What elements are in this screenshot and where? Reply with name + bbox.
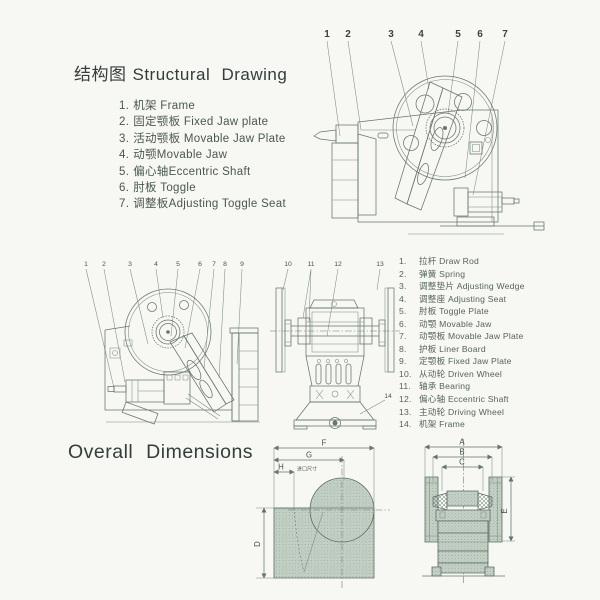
dim-label-A: A <box>459 438 465 447</box>
jaw-crusher-side-section-drawing: 1 2 3 4 5 6 7 <box>312 29 552 250</box>
list-item: 3.活动颚板 Movable Jaw Plate <box>119 132 286 145</box>
list-item: 10.从动轮 Driven Wheel <box>399 368 502 379</box>
callout-number: 2 <box>345 29 351 40</box>
leader-lines <box>327 41 505 195</box>
dim-label-D: D <box>253 541 262 547</box>
list-item: 1.拉杆 Draw Rod <box>399 256 479 266</box>
dimension-lines <box>424 444 515 542</box>
list-item: 12.偏心轴 Eccentric Shaft <box>399 394 509 405</box>
spring <box>122 402 158 424</box>
dimension-lines <box>256 445 375 579</box>
list-item: 7.动颚板 Movable Jaw Plate <box>399 331 524 342</box>
callout-number: 5 <box>176 261 180 268</box>
list-item: 6.肘板 Toggle <box>119 182 196 195</box>
frame-base <box>294 386 376 429</box>
callout-number: 4 <box>154 261 158 268</box>
callout-number: 11 <box>307 261 314 268</box>
list-item: 11.轴承 Bearing <box>399 381 471 392</box>
list-item: 6.动颚 Movable Jaw <box>399 318 492 329</box>
callout-number: 14 <box>384 393 392 400</box>
list-item: 4.调整座 Adjusting Seat <box>399 293 507 304</box>
body <box>306 300 364 386</box>
callout-number: 3 <box>388 29 394 40</box>
structural-drawing-title: 结构图 Structural Drawing <box>74 60 287 85</box>
list-item: 1.机架 Frame <box>119 100 196 112</box>
jaw-crusher-front-section-drawing: 10 11 12 13 14 <box>270 261 400 438</box>
inspection-door <box>470 138 491 155</box>
driven-wheel-left <box>276 288 291 372</box>
list-item: 5.偏心轴Eccentric Shaft <box>119 165 251 178</box>
centerlines <box>288 456 390 590</box>
frame-body <box>358 110 504 234</box>
leader-lines <box>283 269 385 414</box>
list-item: 2.固定颚板 Fixed Jaw plate <box>119 116 269 129</box>
structural-title-en: Structural Drawing <box>132 65 288 84</box>
callout-number: 2 <box>102 261 106 268</box>
inlet-size-label: 进口尺寸 <box>297 466 317 473</box>
callout-number: 7 <box>212 261 216 268</box>
dim-label-E: E <box>500 508 509 513</box>
jaw-crusher-side-section-mirrored-drawing: 1 2 3 4 5 6 7 8 9 <box>84 261 268 438</box>
fixed-jaw-and-hopper <box>314 125 388 218</box>
eccentric-shaft <box>152 316 184 348</box>
dim-label-F: F <box>322 439 327 448</box>
movable-jaw <box>395 82 462 210</box>
list-item: 14.机架 Frame <box>399 419 466 430</box>
structural-title-zh: 结构图 <box>74 65 127 84</box>
leader-lines <box>86 269 242 388</box>
structural-parts-list: 1.机架 Frame 2.固定颚板 Fixed Jaw plate 3.活动颚板… <box>119 98 286 213</box>
tension-rod-and-spring <box>108 372 190 424</box>
dim-label-G: G <box>306 451 312 460</box>
callout-number: 6 <box>198 261 202 268</box>
flywheel-left <box>425 477 438 542</box>
overall-dimensions-front-view: A B C E <box>416 438 550 600</box>
eccentric-shaft <box>426 109 464 147</box>
list-item: 9.定颚板 Fixed Jaw Plate <box>399 356 512 367</box>
fixed-jaw-wall <box>230 328 258 421</box>
list-item: 8.护板 Liner Board <box>399 343 486 354</box>
callout-number: 7 <box>502 29 508 40</box>
callout-number: 1 <box>84 261 88 268</box>
spring <box>457 217 494 226</box>
callout-number: 6 <box>477 29 483 40</box>
assembly-parts-list: 1.拉杆 Draw Rod 2.弹簧 Spring 3.调整垫片 Adjusti… <box>399 255 525 431</box>
callout-number: 3 <box>128 261 132 268</box>
dim-label-B: B <box>459 448 464 457</box>
dim-label-H: H <box>278 463 284 472</box>
machine-silhouette <box>422 477 505 576</box>
list-item: 4.动颚Movable Jaw <box>119 149 228 162</box>
callout-number: 10 <box>284 261 292 268</box>
callout-number: 9 <box>240 261 244 268</box>
list-item: 3.调整垫片 Adjusting Wedge <box>399 281 525 292</box>
callout-number: 12 <box>334 261 342 268</box>
frame-body <box>105 326 232 410</box>
driving-wheel-right <box>379 288 394 372</box>
callout-number: 13 <box>376 261 384 268</box>
callout-number: 4 <box>418 29 424 40</box>
list-item: 13.主动轮 Driving Wheel <box>399 406 505 417</box>
callout-number: 5 <box>455 29 461 40</box>
list-item: 2.弹簧 Spring <box>399 268 466 279</box>
overall-dimensions-side-view: F G H 进口尺寸 D <box>253 439 398 600</box>
machine-silhouette <box>274 478 374 578</box>
list-item: 5.肘板 Toggle Plate <box>399 306 489 317</box>
overall-dimensions-title: Overall Dimensions <box>68 441 254 463</box>
list-item: 7.调整板Adjusting Toggle Seat <box>119 198 286 211</box>
toggle-adjusting-assembly <box>440 188 544 230</box>
dim-label-C: C <box>459 458 465 467</box>
callout-number: 8 <box>223 261 227 268</box>
flywheel-right <box>489 477 502 542</box>
flywheel <box>393 76 497 180</box>
callout-number: 1 <box>324 29 330 40</box>
movable-jaw <box>170 333 234 419</box>
